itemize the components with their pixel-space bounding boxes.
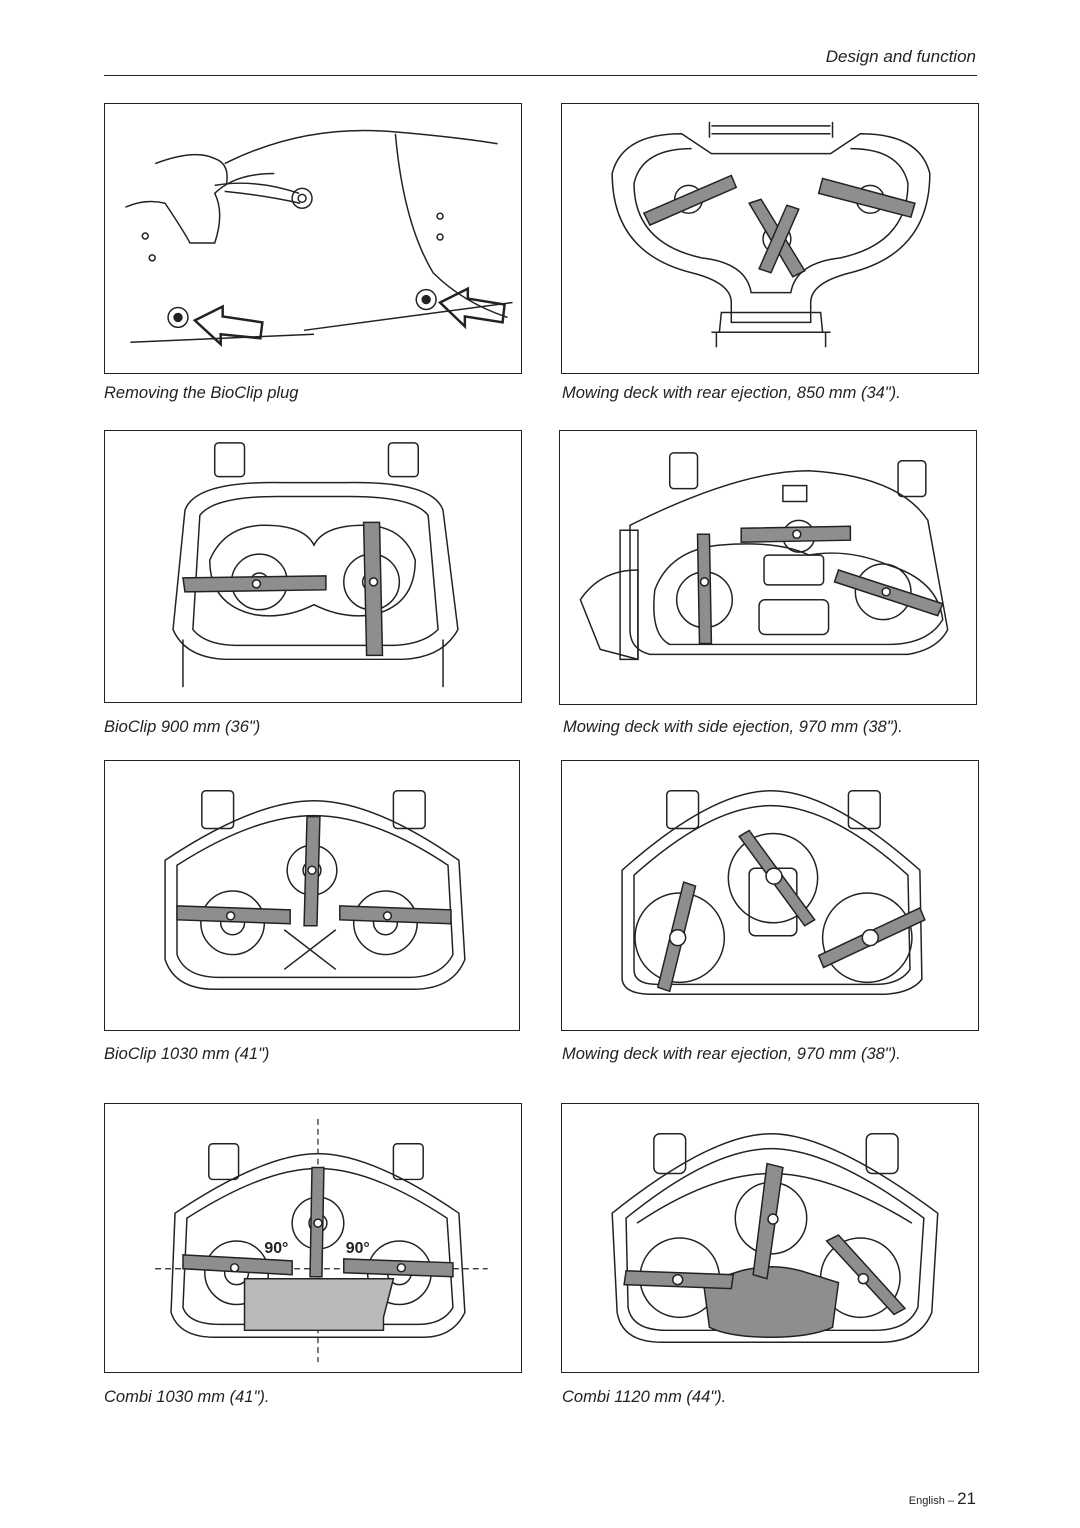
combi-plate [243,1277,395,1332]
figure-side-970 [559,430,977,705]
figure-rear-970 [561,760,979,1031]
header-rule [104,75,977,76]
rear-970-deck-illustration [621,790,926,996]
caption-rear-970: Mowing deck with rear ejection, 970 mm (… [562,1045,901,1063]
bioclip-1030-deck-illustration [164,790,466,991]
combi-1030-deck-illustration: 90° 90° [155,1118,488,1363]
bioclip-plug-illustration [125,129,513,348]
footer-language: English – [908,1495,958,1507]
figure-combi-1120 [561,1103,979,1373]
caption-bioclip-plug: Removing the BioClip plug [104,384,299,402]
caption-bioclip-1030: BioClip 1030 mm (41") [104,1045,270,1063]
side-970-deck-illustration [579,452,949,661]
figure-bioclip-1030 [104,760,520,1031]
combi-1120-deck-illustration [611,1133,939,1343]
rear-850-deck-illustration [611,121,931,348]
figure-rear-850 [561,103,979,374]
caption-bioclip-900: BioClip 900 mm (36") [104,718,261,736]
angle-label-left: 90° [264,1240,288,1257]
figure-combi-1030: 90° 90° [104,1103,522,1373]
caption-rear-850: Mowing deck with rear ejection, 850 mm (… [562,384,901,402]
angle-label-right: 90° [346,1240,370,1257]
caption-side-970: Mowing deck with side ejection, 970 mm (… [563,718,903,736]
page-footer: English – 21 [909,1489,976,1509]
bioclip-900-deck-illustration [172,442,459,688]
figure-bioclip-plug [104,103,522,374]
caption-combi-1030: Combi 1030 mm (41"). [104,1388,270,1406]
page-number: 21 [957,1489,976,1508]
caption-combi-1120: Combi 1120 mm (44"). [562,1388,727,1406]
figure-bioclip-900 [104,430,522,703]
header-title: Design and function [825,47,976,66]
